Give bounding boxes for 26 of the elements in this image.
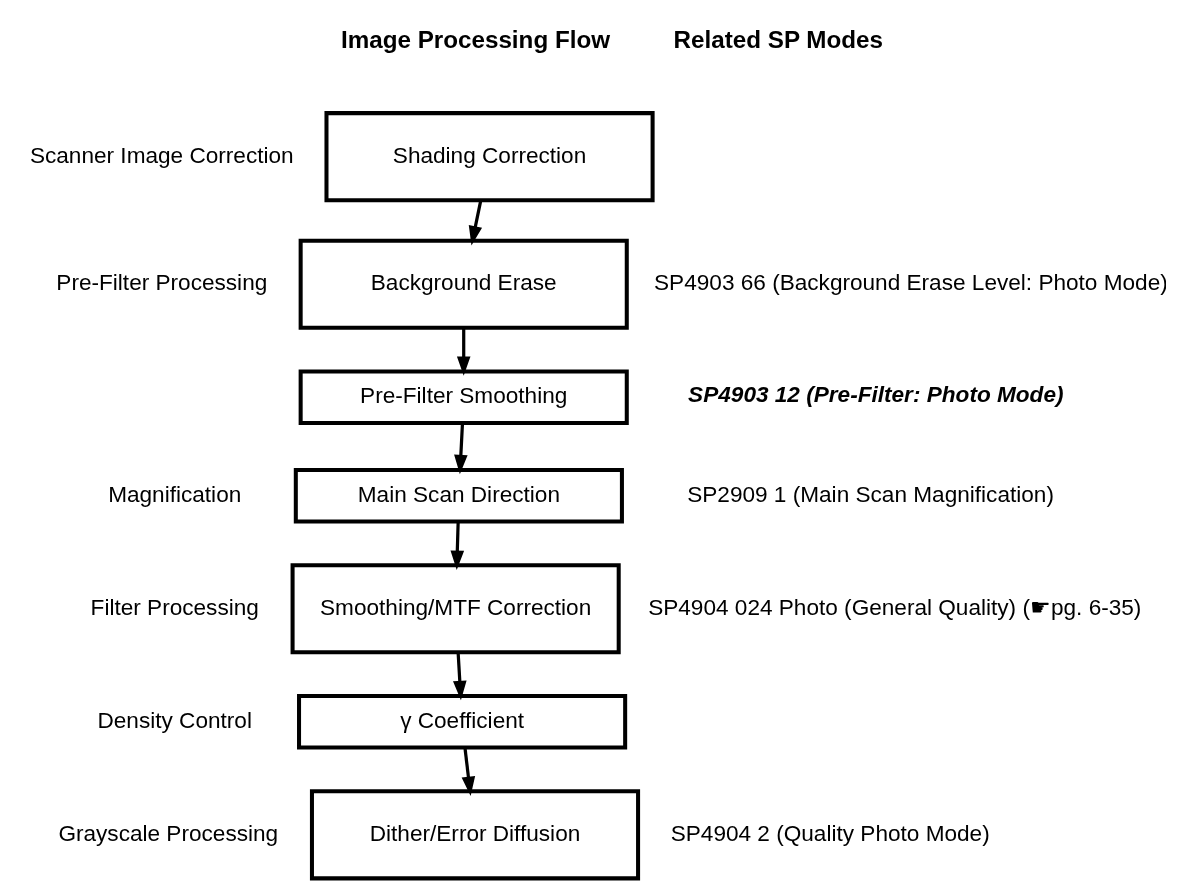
node-label: SP4903 12 (Pre-Filter: Photo Mode) — [687, 381, 1064, 407]
arrow — [450, 521, 464, 571]
node-box: γ Coefficient — [296, 693, 627, 750]
node-label: SP4904 2 (Quality Photo Mode) — [670, 820, 990, 846]
node-box: Pre-Filter Smoothing — [298, 369, 629, 426]
node-box: Main Scan Direction — [293, 467, 624, 524]
label: Related SP Modes — [673, 25, 883, 53]
node-box: Smoothing/MTF Correction — [290, 563, 621, 655]
node-label: SP2909 1 (Main Scan Magnification) — [686, 481, 1054, 507]
node-label: SP4903 66 (Background Erase Level: Photo Mode) — [653, 270, 1168, 296]
arrow — [456, 328, 470, 376]
node-label: Pre-Filter Processing — [55, 270, 267, 296]
node-box: Dither/Error Diffusion — [309, 789, 640, 881]
arrow — [461, 747, 475, 796]
node-label: Scanner Image Correction — [29, 142, 294, 168]
node-label: Filter Processing — [90, 594, 259, 620]
arrow — [453, 423, 468, 475]
node-box: Shading Correction — [323, 111, 655, 203]
label: Image Processing Flow — [340, 25, 610, 53]
node-label: Density Control — [97, 707, 252, 733]
node-label: Grayscale Processing — [57, 820, 278, 846]
arrow — [452, 652, 467, 701]
arrow — [468, 200, 482, 246]
node-box: Background Erase — [298, 238, 629, 330]
node-label: SP4904 024 Photo (General Quality) (☛pg. 6-35) — [647, 594, 1141, 620]
node-label: Magnification — [107, 481, 241, 507]
